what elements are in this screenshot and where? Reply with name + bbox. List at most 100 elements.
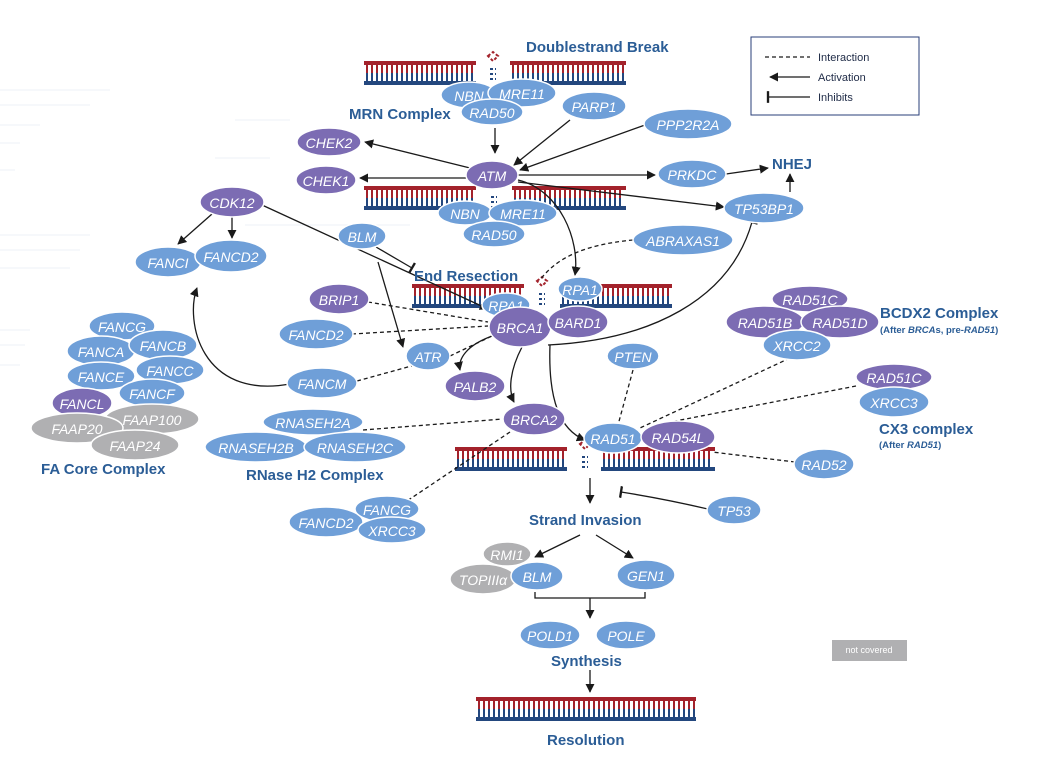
gene-node-rnaseh2b[interactable]: RNASEH2B bbox=[204, 431, 308, 463]
gene-node-label: FANCI bbox=[148, 255, 189, 271]
gene-node-fancc[interactable]: FANCC bbox=[135, 355, 205, 385]
not-covered-swatch: not covered bbox=[832, 640, 907, 661]
gene-node-shape bbox=[303, 431, 407, 463]
gene-node-faap24[interactable]: FAAP24 bbox=[90, 429, 180, 461]
gene-node-label: XRCC2 bbox=[772, 338, 821, 354]
gene-node-label: RMI1 bbox=[490, 547, 523, 563]
gene-node-shape bbox=[482, 541, 532, 567]
gene-node-shape bbox=[488, 199, 558, 227]
gene-node-pten[interactable]: PTEN bbox=[606, 342, 660, 370]
gene-node-fancm[interactable]: FANCM bbox=[286, 367, 358, 399]
gene-node-fancb[interactable]: FANCB bbox=[128, 329, 198, 361]
gene-node-xrcc2[interactable]: XRCC2 bbox=[762, 329, 832, 361]
gene-node-rnaseh2c[interactable]: RNASEH2C bbox=[303, 431, 407, 463]
gene-node-label: FANCA bbox=[78, 344, 124, 360]
gene-node-parp1[interactable]: PARP1 bbox=[561, 91, 627, 121]
gene-node-label: RAD51 bbox=[590, 431, 635, 447]
edge-tp53-strandinvasion bbox=[618, 486, 713, 511]
gene-node-shape bbox=[561, 91, 627, 121]
gene-node-label: PPP2R2A bbox=[656, 117, 719, 133]
gene-node-fancd2-mid[interactable]: FANCD2 bbox=[278, 318, 354, 350]
gene-node-atm[interactable]: ATM bbox=[465, 160, 519, 190]
gene-node-rad51[interactable]: RAD51 bbox=[583, 422, 643, 454]
gene-node-pold1[interactable]: POLD1 bbox=[519, 620, 581, 650]
gene-node-rad52[interactable]: RAD52 bbox=[793, 448, 855, 480]
int-rad52-rad54l bbox=[711, 451, 796, 463]
label-resolution: Resolution bbox=[547, 732, 625, 749]
gene-node-blm-bot[interactable]: BLM bbox=[510, 561, 564, 591]
gene-node-shape bbox=[465, 160, 519, 190]
edge-si-gen1 bbox=[595, 534, 634, 559]
gene-node-label: RAD50 bbox=[471, 227, 516, 243]
gene-node-label: FANCD2 bbox=[299, 515, 354, 531]
gene-node-label: FANCD2 bbox=[289, 327, 344, 343]
edge-parp1-atm bbox=[513, 119, 571, 166]
gene-node-label: RNASEH2A bbox=[275, 415, 350, 431]
gene-node-rmi1[interactable]: RMI1 bbox=[482, 541, 532, 567]
dna-dsb-right bbox=[510, 61, 626, 85]
gene-node-fancg-bot[interactable]: FANCG bbox=[354, 495, 420, 523]
gene-node-xrcc3-bot[interactable]: XRCC3 bbox=[357, 516, 427, 544]
gene-node-pole[interactable]: POLE bbox=[595, 620, 657, 650]
label-end-resection: End Resection bbox=[414, 268, 518, 285]
gene-node-shape bbox=[643, 108, 733, 140]
label-cx3-note: (After RAD51) bbox=[879, 440, 941, 451]
gene-node-rad50-mid[interactable]: RAD50 bbox=[462, 220, 526, 248]
gene-node-abraxas1[interactable]: ABRAXAS1 bbox=[632, 224, 734, 256]
gene-node-fancf[interactable]: FANCF bbox=[118, 378, 186, 408]
int-xrcc2-rad51 bbox=[639, 357, 791, 429]
gene-node-label: CHEK1 bbox=[303, 173, 350, 189]
gene-node-brca1[interactable]: BRCA1 bbox=[488, 306, 552, 348]
gene-node-chek2[interactable]: CHEK2 bbox=[296, 127, 362, 157]
gene-node-tp53[interactable]: TP53 bbox=[706, 495, 762, 525]
gene-node-label: PALB2 bbox=[454, 379, 497, 395]
gene-node-rad51d[interactable]: RAD51D bbox=[800, 305, 880, 339]
gene-node-bard1[interactable]: BARD1 bbox=[547, 305, 609, 339]
gene-node-fancg-top[interactable]: FANCG bbox=[88, 311, 156, 341]
gene-node-tp53bp1[interactable]: TP53BP1 bbox=[723, 192, 805, 224]
gene-node-prkdc[interactable]: PRKDC bbox=[657, 159, 727, 189]
gene-node-fancd2-bot[interactable]: FANCD2 bbox=[288, 506, 364, 538]
gene-node-label: FANCB bbox=[140, 338, 186, 354]
gene-node-rnaseh2a[interactable]: RNASEH2A bbox=[262, 408, 364, 436]
gene-node-fancd2-top[interactable]: FANCD2 bbox=[194, 239, 268, 273]
gene-node-shape bbox=[800, 305, 880, 339]
gene-node-cdk12[interactable]: CDK12 bbox=[199, 186, 265, 218]
gene-node-fanci[interactable]: FANCI bbox=[134, 246, 202, 278]
gene-node-rad51c-top[interactable]: RAD51C bbox=[771, 285, 849, 313]
gene-node-rad54l[interactable]: RAD54L bbox=[640, 420, 716, 454]
edge-brca1-palb2 bbox=[453, 334, 496, 371]
gene-node-shape bbox=[288, 506, 364, 538]
gene-node-label: FANCC bbox=[146, 363, 194, 379]
gene-node-rpa1-b[interactable]: RPA1 bbox=[557, 276, 603, 302]
gene-node-atr[interactable]: ATR bbox=[405, 341, 451, 371]
gene-node-xrcc3-cx3[interactable]: XRCC3 bbox=[858, 386, 930, 418]
gene-node-mre11-mid[interactable]: MRE11 bbox=[488, 199, 558, 227]
gene-node-gen1[interactable]: GEN1 bbox=[616, 559, 676, 591]
edge-cdk12-fanci bbox=[177, 213, 213, 245]
gene-node-shape bbox=[510, 561, 564, 591]
gene-node-fance[interactable]: FANCE bbox=[66, 361, 136, 391]
gene-node-shape bbox=[308, 283, 370, 315]
gene-node-topiii[interactable]: TOPIIIα bbox=[449, 563, 517, 595]
gene-node-fancl[interactable]: FANCL bbox=[51, 387, 113, 419]
gene-node-chek1[interactable]: CHEK1 bbox=[295, 165, 357, 195]
gene-node-ppp2r2a[interactable]: PPP2R2A bbox=[643, 108, 733, 140]
gene-node-blm-top[interactable]: BLM bbox=[337, 222, 387, 250]
gene-node-brip1[interactable]: BRIP1 bbox=[308, 283, 370, 315]
gene-node-shape bbox=[706, 495, 762, 525]
gene-node-shape bbox=[194, 239, 268, 273]
gene-node-label: XRCC3 bbox=[869, 395, 918, 411]
gene-node-shape bbox=[640, 420, 716, 454]
gene-node-rad50-top[interactable]: RAD50 bbox=[460, 98, 524, 126]
gene-node-fanca[interactable]: FANCA bbox=[66, 335, 136, 367]
gene-node-shape bbox=[295, 165, 357, 195]
int-brip1-brca1 bbox=[367, 301, 489, 323]
edge-merge-line bbox=[534, 592, 646, 599]
gene-node-brca2[interactable]: BRCA2 bbox=[502, 402, 566, 436]
gene-node-rad51b[interactable]: RAD51B bbox=[725, 305, 805, 339]
gene-node-palb2[interactable]: PALB2 bbox=[444, 370, 506, 402]
gene-node-shape bbox=[405, 341, 451, 371]
gene-node-rad51c-cx3[interactable]: RAD51C bbox=[855, 363, 933, 391]
